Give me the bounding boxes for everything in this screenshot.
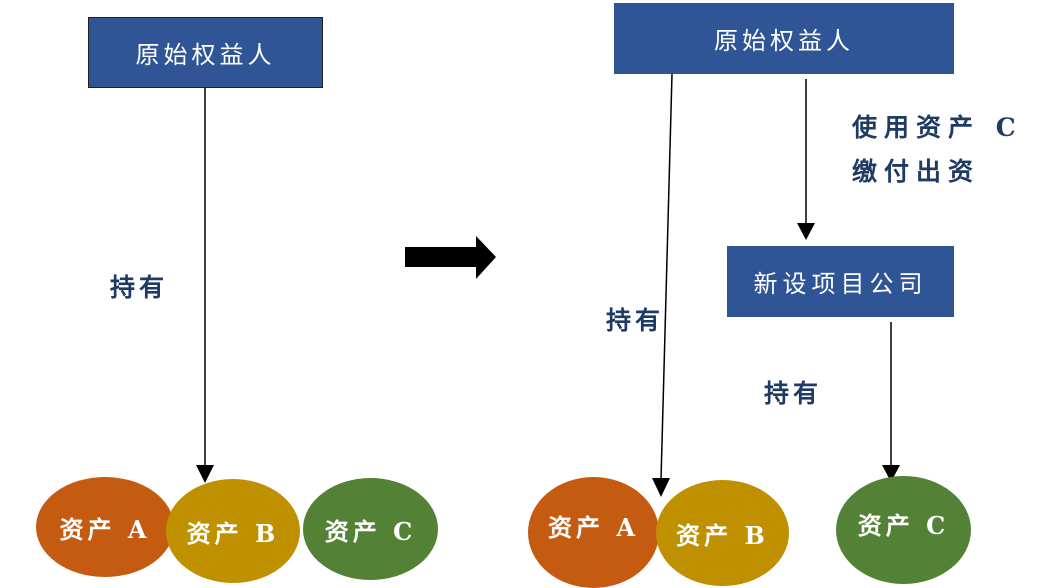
original-owner-label-right: 原始权益人 xyxy=(714,27,854,55)
asset-c-right: 资产 C xyxy=(836,476,971,584)
original-owner-box-left: 原始权益人 xyxy=(88,17,323,88)
project-company-box: 新设项目公司 xyxy=(727,246,954,317)
contribution-label: 使用资产 C 缴付出资 xyxy=(852,106,1023,194)
original-owner-label-left: 原始权益人 xyxy=(135,41,276,69)
right-direct-holding-arrowhead xyxy=(652,478,670,497)
company-holding-arrowhead xyxy=(882,465,900,482)
asset-a-right-label: 资产 A xyxy=(548,513,639,542)
asset-b-left: 资产 B xyxy=(166,479,300,583)
asset-a-left-label: 资产 A xyxy=(59,514,151,544)
contribution-label-line1: 使用资产 C xyxy=(852,113,1023,142)
contribution-label-line2: 缴付出资 xyxy=(852,157,981,186)
asset-b-left-label: 资产 B xyxy=(186,518,280,548)
contribution-arrowhead xyxy=(797,223,815,240)
project-company-label: 新设项目公司 xyxy=(753,270,928,298)
right-direct-holding-arrow xyxy=(660,73,673,481)
asset-a-left: 资产 A xyxy=(36,477,174,577)
asset-c-left: 资产 C xyxy=(303,478,438,580)
holding-label-right-company: 持有 xyxy=(764,379,823,408)
asset-b-right-label: 资产 B xyxy=(676,520,769,550)
asset-c-right-label: 资产 C xyxy=(857,510,950,540)
holding-label-left: 持有 xyxy=(110,273,169,302)
asset-c-left-label: 资产 C xyxy=(324,516,417,546)
holding-label-right-direct: 持有 xyxy=(606,306,665,335)
original-owner-box-right: 原始权益人 xyxy=(614,3,954,74)
asset-b-right: 资产 B xyxy=(656,480,789,586)
left-holding-arrowhead xyxy=(196,465,214,483)
asset-a-right: 资产 A xyxy=(528,477,659,588)
right-arrow-icon xyxy=(405,236,496,279)
